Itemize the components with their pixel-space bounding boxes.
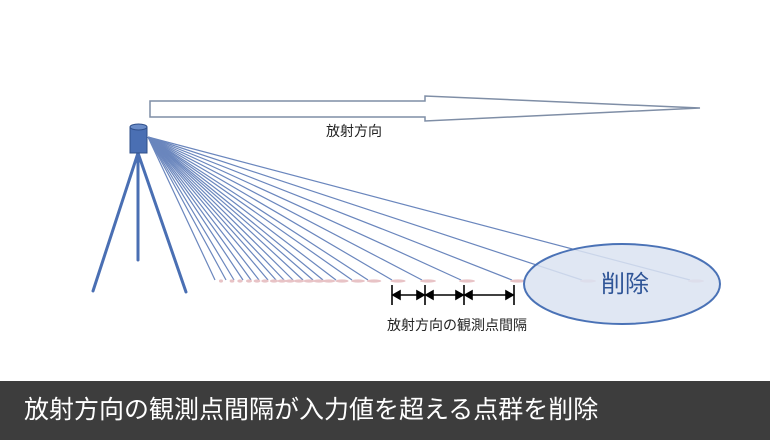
scan-ray: [147, 136, 252, 281]
scan-ray: [147, 136, 235, 281]
scan-ray: [147, 136, 304, 281]
scan-ray: [147, 136, 285, 281]
scan-ray: [147, 136, 216, 281]
observation-point: [293, 279, 305, 283]
scan-ray: [147, 136, 227, 281]
direction-label: 放射方向: [326, 124, 382, 140]
delete-label: 削除: [601, 270, 649, 298]
diagram: 放射方向 削除 放射方向の観測点間隔: [91, 95, 721, 334]
observation-point: [390, 279, 406, 283]
scan-ray: [147, 136, 423, 281]
scan-ray: [147, 136, 277, 281]
delete-region-ellipse: [523, 243, 721, 325]
observation-point: [277, 279, 287, 283]
scan-ray: [147, 136, 393, 281]
observation-point: [261, 279, 269, 283]
observation-point: [245, 279, 253, 283]
observation-point: [313, 279, 325, 283]
interval-dimension: [391, 285, 515, 305]
scan-ray: [147, 136, 353, 281]
caption-bar: 放射方向の観測点間隔が入力値を超える点群を削除: [0, 381, 770, 440]
observation-point: [219, 279, 223, 283]
direction-arrow: [149, 95, 701, 122]
observation-point: [366, 279, 382, 283]
scan-ray: [147, 136, 583, 281]
scan-ray: [147, 136, 260, 281]
scanner: [129, 123, 148, 154]
observation-point: [285, 279, 295, 283]
observation-point: [510, 279, 526, 283]
scan-ray: [147, 136, 294, 281]
scan-ray: [147, 136, 462, 281]
observation-point: [459, 279, 475, 283]
observation-points: [219, 279, 704, 283]
observation-point: [303, 279, 315, 283]
scan-ray: [147, 136, 369, 281]
caption-text: 放射方向の観測点間隔が入力値を超える点群を削除: [24, 395, 599, 424]
scan-ray: [147, 136, 314, 281]
observation-point: [269, 279, 279, 283]
observation-point: [253, 279, 261, 283]
observation-point: [420, 279, 436, 283]
interval-label: 放射方向の観測点間隔: [387, 317, 527, 334]
observation-point: [229, 279, 235, 283]
scan-ray: [147, 136, 513, 281]
scan-ray: [147, 136, 324, 281]
observation-point: [237, 279, 243, 283]
observation-point: [322, 279, 336, 283]
scan-ray: [147, 136, 269, 281]
scan-ray: [147, 136, 244, 281]
observation-point: [351, 279, 365, 283]
scan-ray: [147, 136, 337, 281]
observation-point: [335, 279, 349, 283]
tripod: [91, 151, 188, 294]
